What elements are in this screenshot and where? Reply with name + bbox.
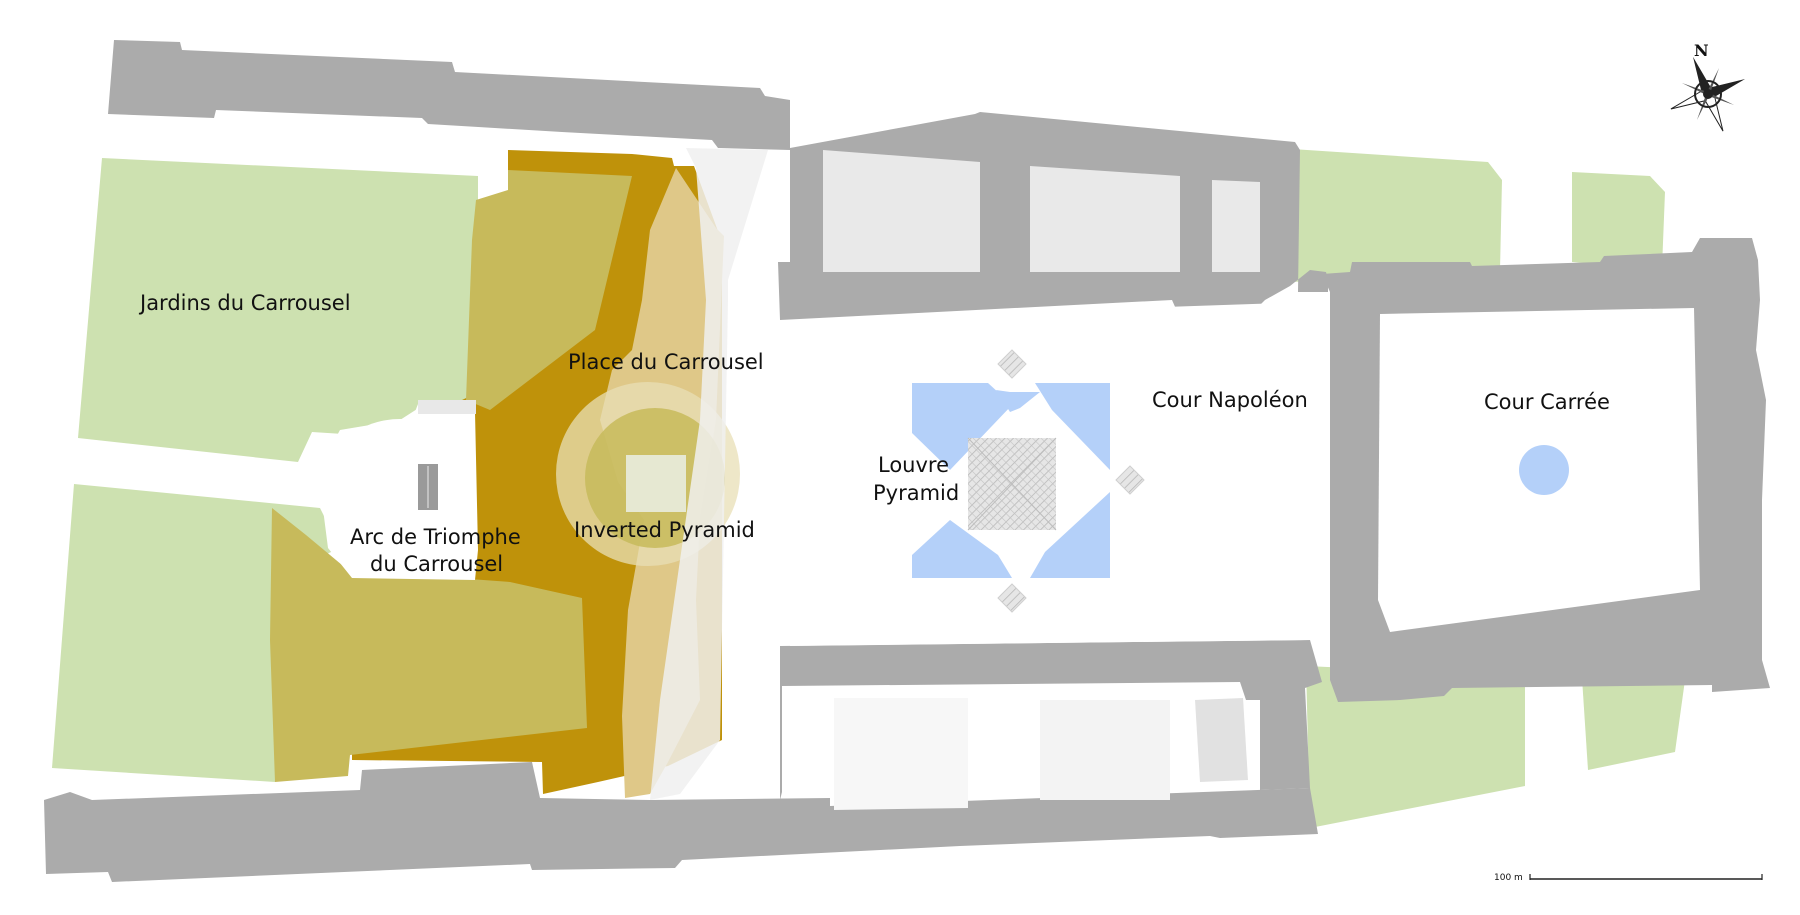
- label-louvre-line2: Pyramid: [873, 481, 959, 505]
- pool-ne: [1035, 383, 1110, 470]
- plaza-faded-band: [650, 148, 768, 800]
- garden-east-2: [1572, 172, 1665, 268]
- arc-plaza-strip: [418, 400, 476, 414]
- label-louvre-line1: Louvre: [878, 453, 949, 477]
- label-arc-line1: Arc de Triomphe: [350, 525, 521, 549]
- labels: Jardins du Carrousel Place du Carrousel …: [138, 291, 1610, 576]
- label-inverted-pyramid: Inverted Pyramid: [574, 518, 755, 542]
- building-south-east-wing: [780, 640, 1322, 800]
- courtyard-n1: [823, 150, 980, 272]
- compass-rose: N: [1670, 41, 1746, 132]
- pyramid-edge-2: [967, 437, 1057, 531]
- arc-plaza-oval: [326, 419, 474, 545]
- garden-east-1: [1292, 149, 1502, 282]
- pool-se: [1030, 492, 1110, 578]
- place-du-carrousel: [270, 150, 740, 798]
- place-olive-north: [466, 170, 632, 410]
- garden-southeast-1: [1306, 666, 1525, 828]
- compass-needle: [1693, 56, 1711, 94]
- building-north-west-wing: [108, 40, 790, 150]
- small-pyramid-north: [997, 349, 1027, 379]
- courtyard-n2: [1030, 166, 1180, 272]
- pool-small-top: [996, 390, 1040, 412]
- label-place: Place du Carrousel: [568, 350, 764, 374]
- arc-plaza: [318, 400, 478, 580]
- building-south-west-wing: [44, 762, 1318, 882]
- pool-sw: [912, 520, 1012, 578]
- inverted-pyramid-square: [626, 455, 686, 512]
- pool-nw: [912, 383, 1012, 470]
- compass-east-needle: [1708, 79, 1746, 97]
- compass-ne-point: [1708, 67, 1720, 94]
- pyramid-complex: [912, 349, 1569, 613]
- cour-carree-fountain: [1519, 445, 1569, 495]
- compass-center: [1703, 89, 1713, 99]
- courtyard-s1: [834, 698, 968, 810]
- courtyard-s3: [1195, 698, 1248, 782]
- scale-bar: 100 m: [1494, 873, 1763, 883]
- place-olive-south: [270, 508, 587, 782]
- label-arc-line2: du Carrousel: [370, 552, 503, 576]
- garden-jardins-upper: [78, 158, 478, 462]
- gardens: [52, 149, 1685, 828]
- compass-ring: [1694, 80, 1722, 108]
- label-jardins: Jardins du Carrousel: [138, 291, 351, 315]
- label-cour-carree: Cour Carrée: [1484, 390, 1610, 414]
- compass-north-label: N: [1694, 41, 1709, 60]
- courtyard-s2: [1040, 700, 1170, 800]
- garden-southeast-2: [1582, 678, 1685, 770]
- scale-bar-label: 100 m: [1494, 873, 1523, 883]
- garden-jardins-lower: [52, 484, 340, 782]
- courtyard-n3: [1212, 180, 1260, 272]
- label-cour-napoleon: Cour Napoléon: [1152, 388, 1308, 412]
- small-pyramid-east: [1115, 465, 1145, 495]
- compass-se-point: [1708, 94, 1735, 106]
- compass-sw-point: [1696, 94, 1708, 121]
- small-pyramid-south: [997, 583, 1027, 613]
- compass-nw-point: [1681, 82, 1708, 94]
